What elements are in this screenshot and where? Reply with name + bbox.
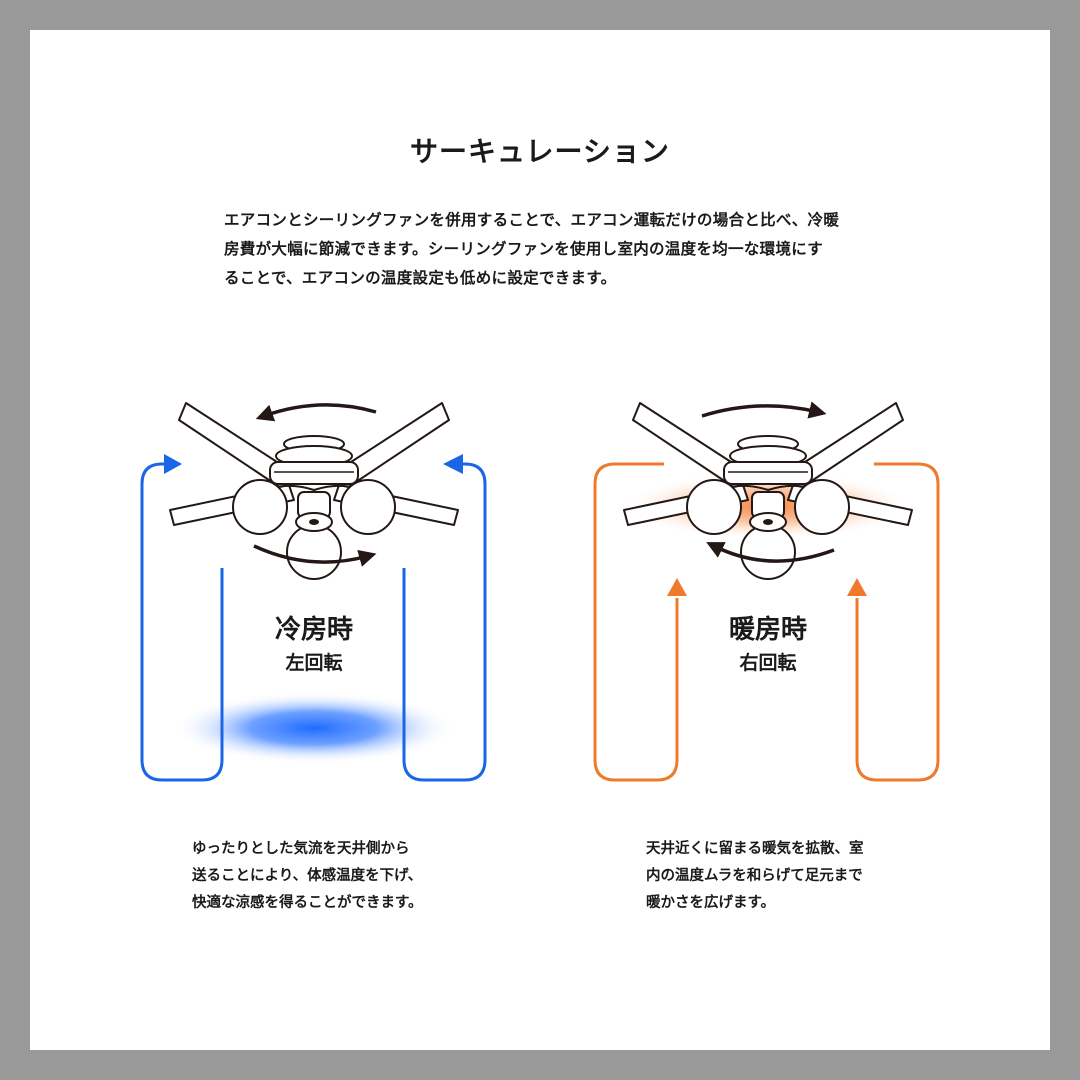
caption-line: 内の温度ムラを和らげて足元まで [646, 868, 863, 884]
cooling-caption: ゆったりとした気流を天井側から 送ることにより、体感温度を下げ、 快適な涼感を得… [192, 836, 452, 917]
page-title: サーキュレーション [410, 135, 670, 168]
airflow-arrow-icon [855, 462, 940, 782]
airflow-arrowhead-icon [847, 578, 867, 596]
caption-line: 送ることにより、体感温度を下げ、 [192, 868, 423, 884]
airflow-arrowhead-icon [667, 578, 687, 596]
heating-rotation-label: 右回転 [738, 651, 796, 674]
intro-line: ることで、エアコンの温度設定も低めに設定できます。 [224, 269, 617, 287]
rotation-arrow-icon [701, 401, 827, 419]
rotation-arrow-icon [255, 403, 377, 422]
cooling-mode-label: 冷房時 [275, 614, 353, 645]
cooling-rotation-label: 左回転 [285, 651, 342, 674]
content-panel [30, 30, 1050, 1050]
airflow-arrowhead-icon [164, 454, 182, 474]
intro-line: エアコンとシーリングファンを併用することで、エアコン運転だけの場合と比べ、冷暖 [224, 211, 840, 229]
airflow-arrow-icon [593, 462, 679, 782]
ceiling-fan-icon [169, 402, 459, 580]
caption-line: 天井近くに留まる暖気を拡散、室 [646, 841, 864, 857]
caption-line: 暖かさを広げます。 [646, 895, 776, 911]
intro-line: 房費が大幅に節減できます。シーリングファンを使用し室内の温度を均一な環境にす [224, 240, 824, 258]
caption-line: 快適な涼感を得ることができます。 [192, 895, 423, 911]
caption-line: ゆったりとした気流を天井側から [192, 841, 410, 857]
heating-diagram: 暖房時 右回転 [593, 401, 940, 782]
cool-air-glow [172, 692, 456, 764]
cooling-diagram: 冷房時 左回転 [140, 402, 487, 782]
heating-mode-label: 暖房時 [729, 615, 807, 645]
heating-caption: 天井近くに留まる暖気を拡散、室 内の温度ムラを和らげて足元まで 暖かさを広げます… [646, 836, 906, 917]
rotation-arrow-icon [706, 542, 835, 563]
intro-text: エアコンとシーリングファンを併用することで、エアコン運転だけの場合と比べ、冷暖 … [224, 206, 864, 293]
airflow-arrow-icon [402, 462, 487, 782]
rotation-arrow-icon [253, 544, 377, 567]
airflow-arrow-icon [140, 462, 224, 782]
airflow-arrowhead-icon [443, 454, 463, 474]
